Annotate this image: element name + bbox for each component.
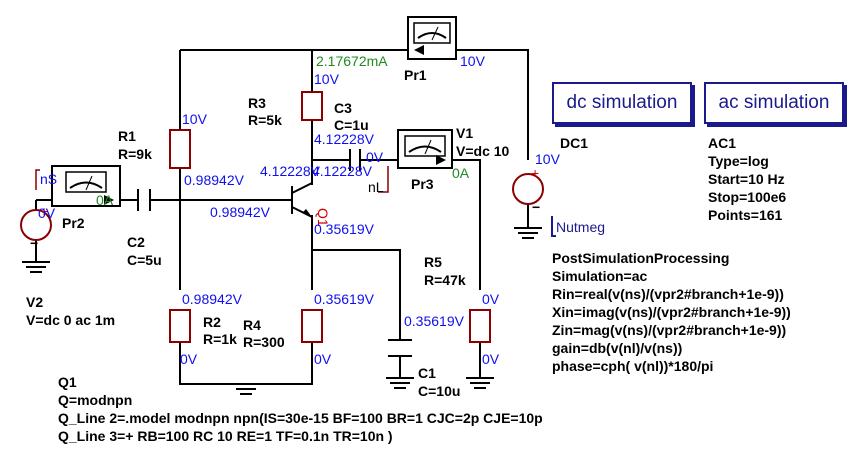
current-label: 0A bbox=[96, 192, 114, 208]
voltage-label: 10V bbox=[460, 53, 486, 69]
current-label: 0A bbox=[452, 165, 470, 181]
capacitor-c2[interactable] bbox=[137, 189, 151, 211]
resistor-r4[interactable] bbox=[301, 309, 323, 343]
voltage-label: 4.12228V bbox=[314, 131, 375, 147]
q1-line: Q_Line 3=+ RB=100 RC 10 RE=1 TF=0.1n TR=… bbox=[58, 428, 393, 444]
voltage-label: 4.12228V bbox=[312, 163, 373, 179]
q1-line: Q=modnpn bbox=[58, 392, 132, 408]
voltage-label: 0.35619V bbox=[314, 221, 375, 237]
r4-name: R4 bbox=[243, 317, 261, 333]
r3-name: R3 bbox=[248, 95, 266, 111]
ac-simulation-button[interactable]: ac simulation bbox=[704, 82, 844, 124]
pr1-name: Pr1 bbox=[404, 67, 427, 83]
voltage-label: 0.98942V bbox=[210, 204, 271, 220]
svg-text:+: + bbox=[531, 165, 539, 181]
pr2-name: Pr2 bbox=[62, 215, 85, 231]
post-line: Zin=mag(v(ns)/(vpr2#branch+1e-9)) bbox=[552, 322, 786, 338]
resistor-r3[interactable] bbox=[301, 91, 323, 121]
r2-value: R=1k bbox=[203, 331, 237, 347]
voltage-label: 10V bbox=[314, 71, 340, 87]
c3-value: C=1u bbox=[334, 117, 369, 133]
r1-value: R=9k bbox=[118, 146, 152, 162]
c1-name: C1 bbox=[418, 365, 436, 381]
post-line: Rin=real(v(ns)/(vpr2#branch+1e-9)) bbox=[552, 286, 784, 302]
post-line: Simulation=ac bbox=[552, 268, 648, 284]
net-label-nl: nL bbox=[368, 166, 389, 195]
source-v1-dc1[interactable]: + − bbox=[512, 165, 544, 215]
v1-value: V=dc 10 bbox=[456, 143, 510, 159]
v1-name: V1 bbox=[456, 125, 473, 141]
svg-text:nS: nS bbox=[40, 171, 57, 187]
ac1-line: Points=161 bbox=[708, 207, 783, 223]
r3-value: R=5k bbox=[248, 112, 282, 128]
transistor-tag: Q1 bbox=[315, 208, 331, 227]
ac1-line: Stop=100e6 bbox=[708, 189, 786, 205]
voltage-label: 0V bbox=[180, 351, 198, 367]
ac1-name: AC1 bbox=[708, 135, 736, 151]
voltage-label: 0.35619V bbox=[314, 291, 375, 307]
v2-value: V=dc 0 ac 1m bbox=[26, 312, 115, 328]
r1-name: R1 bbox=[118, 128, 136, 144]
c2-name: C2 bbox=[127, 234, 145, 250]
r5-value: R=47k bbox=[424, 272, 466, 288]
probe-pr2[interactable] bbox=[51, 165, 121, 207]
svg-text:nL: nL bbox=[368, 179, 384, 195]
resistor-r5[interactable] bbox=[469, 309, 491, 343]
nutmeg-block[interactable]: Nutmeg bbox=[551, 216, 605, 237]
voltage-label: 0V bbox=[366, 149, 384, 165]
voltage-label: 0V bbox=[482, 351, 500, 367]
net-label-ns: nS bbox=[35, 169, 57, 190]
v2-name: V2 bbox=[26, 294, 43, 310]
voltage-label: 0V bbox=[482, 291, 500, 307]
svg-text:Nutmeg: Nutmeg bbox=[556, 219, 605, 235]
probe-pr3[interactable] bbox=[397, 129, 453, 169]
post-line: Xin=imag(v(ns)/(vpr2#branch+1e-9)) bbox=[552, 304, 791, 320]
post-line: gain=db(v(nl)/v(ns)) bbox=[552, 340, 682, 356]
voltage-label: 10V bbox=[182, 111, 208, 127]
capacitor-c1[interactable] bbox=[388, 339, 412, 357]
r2-name: R2 bbox=[203, 314, 221, 330]
source-v2[interactable]: + − bbox=[20, 203, 52, 251]
voltage-label: 0V bbox=[314, 351, 332, 367]
svg-text:+: + bbox=[40, 203, 48, 219]
r4-value: R=300 bbox=[243, 334, 285, 350]
c2-value: C=5u bbox=[127, 252, 162, 268]
current-label: 2.17672mA bbox=[316, 53, 388, 69]
resistor-r1[interactable] bbox=[169, 129, 191, 169]
svg-text:−: − bbox=[30, 235, 38, 251]
ac1-line: Start=10 Hz bbox=[708, 171, 785, 187]
pr3-name: Pr3 bbox=[411, 176, 434, 192]
post-line: phase=cph( v(nl))*180/pi bbox=[552, 358, 713, 374]
voltage-label: 0V bbox=[38, 205, 56, 221]
post-title: PostSimulationProcessing bbox=[552, 250, 729, 266]
voltage-label: 0.98942V bbox=[184, 172, 245, 188]
c3-name: C3 bbox=[334, 100, 352, 116]
resistor-r2[interactable] bbox=[169, 309, 191, 343]
svg-text:−: − bbox=[532, 199, 540, 215]
capacitor-c3[interactable] bbox=[349, 149, 361, 171]
c1-value: C=10u bbox=[418, 383, 460, 399]
ac1-line: Type=log bbox=[708, 153, 769, 169]
node-voltages: 10V 10V 0.98942V 0.98942V 0.98942V 0V 4.… bbox=[38, 53, 561, 367]
voltage-label: 0.98942V bbox=[182, 291, 243, 307]
dc1-name: DC1 bbox=[560, 135, 588, 151]
r5-name: R5 bbox=[424, 254, 442, 270]
dc-simulation-button[interactable]: dc simulation bbox=[552, 82, 692, 124]
ground-symbols bbox=[22, 227, 542, 395]
q1-name: Q1 bbox=[58, 374, 77, 390]
q1-line: Q_Line 2=.model modnpn npn(IS=30e-15 BF=… bbox=[58, 410, 543, 426]
voltage-label: 4.12228V bbox=[260, 163, 321, 179]
voltage-label: 0.35619V bbox=[404, 313, 465, 329]
voltage-label: 10V bbox=[535, 151, 561, 167]
probe-currents: 2.17672mA 0A 0A bbox=[96, 53, 470, 208]
probe-pr1[interactable] bbox=[407, 16, 457, 60]
